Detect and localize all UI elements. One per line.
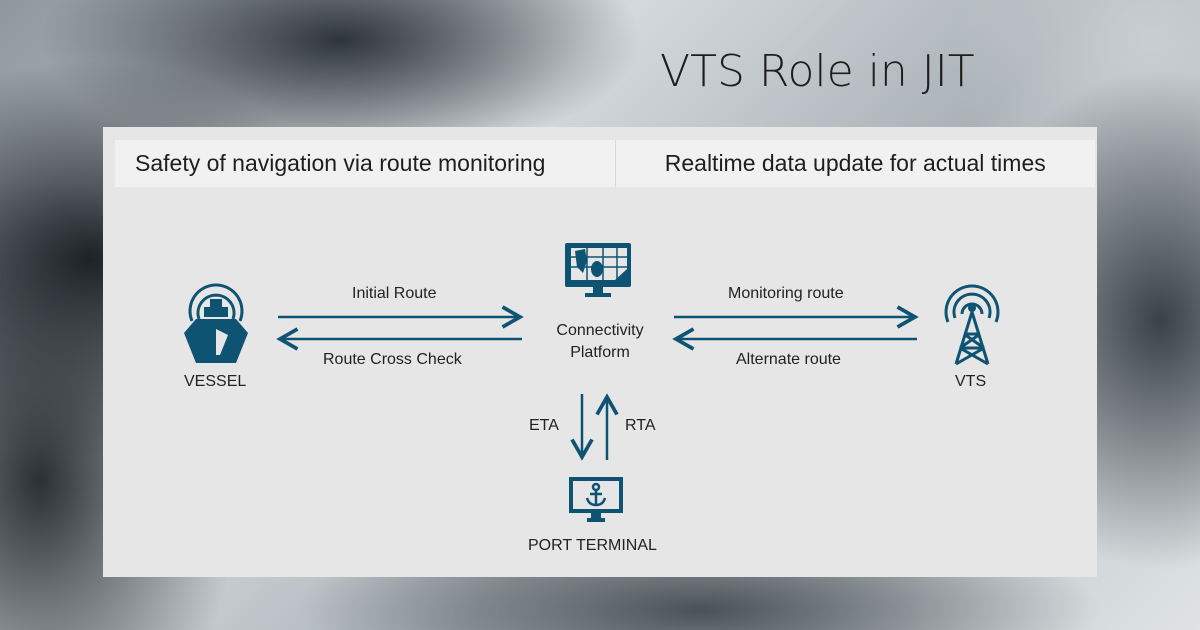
page-title: VTS Role in JIT (660, 46, 975, 97)
eta-label: ETA (529, 417, 559, 434)
route-cross-check-label: Route Cross Check (323, 351, 462, 368)
platform-label: Connectivity Platform (556, 322, 644, 361)
diagram-panel: Safety of navigation via route monitorin… (103, 127, 1097, 577)
monitoring-route-label: Monitoring route (728, 285, 844, 302)
vts-label: VTS (955, 373, 987, 390)
initial-route-label: Initial Route (352, 285, 437, 302)
vessel-label: VESSEL (184, 373, 247, 390)
anchor-monitor-icon (569, 477, 623, 522)
header-left: Safety of navigation via route monitorin… (115, 140, 616, 187)
map-monitor-icon (565, 243, 631, 297)
vessel-icon (184, 283, 248, 363)
port-label: PORT TERMINAL (528, 537, 657, 554)
header-right: Realtime data update for actual times (664, 150, 1046, 176)
rta-label: RTA (625, 417, 656, 434)
alternate-route-label: Alternate route (736, 351, 841, 368)
header-row: Safety of navigation via route monitorin… (115, 140, 1095, 187)
radio-tower-icon (944, 284, 1000, 366)
